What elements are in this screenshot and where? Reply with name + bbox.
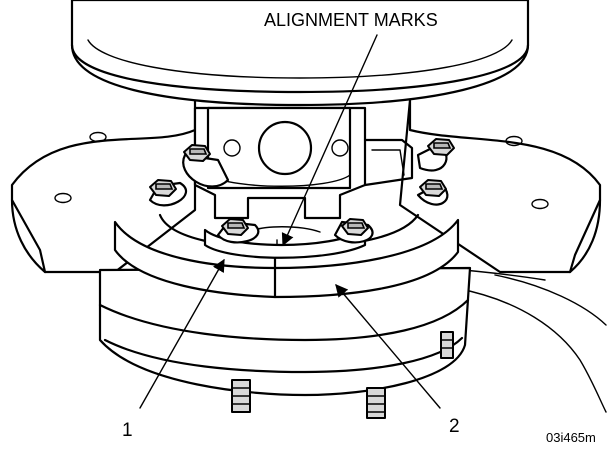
bottom-bolt-left: [231, 379, 251, 413]
right-plate-hole-2: [505, 135, 523, 147]
center-hub: [193, 106, 414, 220]
hub-hole-left: [223, 139, 241, 157]
bolt-right-rear: [416, 138, 455, 172]
bolt-left-rear: [182, 144, 230, 188]
bolt-left-front: [148, 179, 188, 207]
right-plate-hole-1: [531, 198, 549, 210]
callout-1-label: 1: [122, 420, 133, 441]
hub-hole-right: [331, 139, 349, 157]
callout-2-label: 2: [449, 416, 460, 437]
callout-1-leader: [139, 258, 225, 409]
pump-housing: [98, 266, 472, 397]
bottom-bolt-far-right: [440, 331, 454, 359]
housing-collar: [113, 218, 460, 299]
callout-2-leader: [335, 284, 441, 409]
bolt-clamp-left: [216, 218, 260, 244]
clamp-ring: [203, 228, 367, 259]
bolt-clamp-right: [333, 218, 374, 244]
bottom-bolt-right: [366, 387, 386, 419]
left-plate: [10, 98, 197, 274]
left-plate-hole-1: [54, 192, 72, 204]
bolt-right-front: [416, 179, 449, 206]
left-plate-hole-2: [89, 131, 107, 143]
hub-bore: [257, 120, 313, 176]
top-disc: [70, 0, 530, 107]
alignment-marks-label: ALIGNMENT MARKS: [264, 10, 438, 30]
figure-code-label: 03i465m: [546, 430, 596, 445]
alignment-marks-leader: [281, 34, 378, 247]
